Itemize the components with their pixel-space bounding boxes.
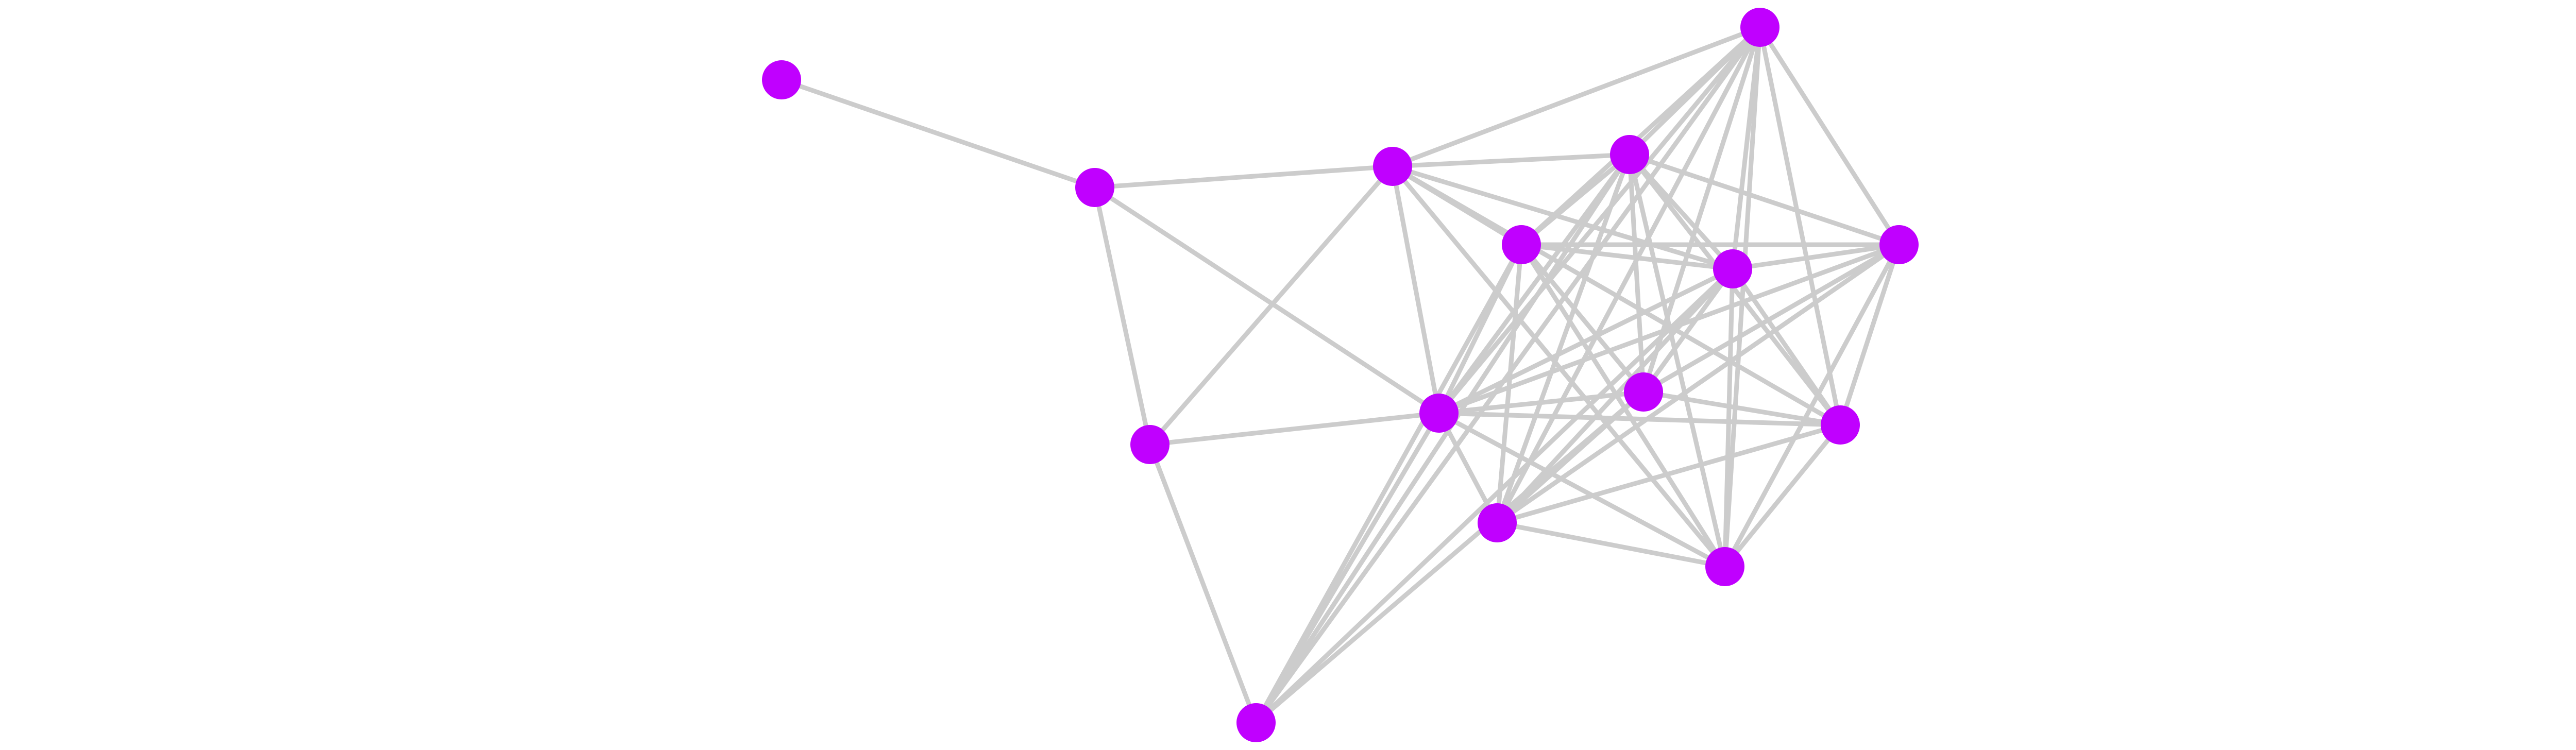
edge-n4-n11 xyxy=(1629,152,1900,247)
edge-layer xyxy=(781,25,1902,725)
graph-node-n4 xyxy=(1610,135,1649,174)
edge-n6-n9 xyxy=(1254,243,1523,724)
edge-n12-n13 xyxy=(1496,422,1841,525)
edge-n13-n14 xyxy=(1497,520,1725,569)
edge-n2-n5 xyxy=(1392,25,1761,169)
edge-n2-n4 xyxy=(1392,152,1630,169)
node-layer xyxy=(762,8,1919,742)
edge-n4-n10 xyxy=(1627,154,1646,393)
edge-n4-n13 xyxy=(1495,154,1632,524)
edge-n6-n7 xyxy=(1521,242,1733,271)
edge-n8-n14 xyxy=(1437,411,1726,569)
graph-node-n6 xyxy=(1502,225,1541,264)
graph-node-n12 xyxy=(1821,405,1860,445)
edge-n5-n13 xyxy=(1495,26,1762,524)
edge-n1-n3 xyxy=(1092,187,1153,445)
edge-n10-n11 xyxy=(1642,243,1901,394)
edge-n5-n11 xyxy=(1758,26,1901,246)
edge-n5-n12 xyxy=(1757,27,1843,425)
edge-n0-n1 xyxy=(781,77,1096,190)
graph-node-n5 xyxy=(1740,8,1780,47)
graph-node-n8 xyxy=(1419,394,1459,433)
edge-n8-n9 xyxy=(1254,412,1441,724)
edge-n7-n12 xyxy=(1731,267,1842,427)
edge-n11-n12 xyxy=(1838,244,1902,426)
edge-n2-n14 xyxy=(1391,165,1727,568)
edge-n4-n12 xyxy=(1628,153,1842,427)
edge-n3-n8 xyxy=(1149,411,1439,447)
edge-n10-n13 xyxy=(1496,390,1645,525)
graph-node-n2 xyxy=(1373,147,1412,186)
edge-n6-n13 xyxy=(1495,244,1524,523)
edge-n8-n11 xyxy=(1438,242,1900,416)
edge-n1-n2 xyxy=(1094,164,1393,190)
edge-n7-n8 xyxy=(1438,266,1734,416)
graph-node-n9 xyxy=(1236,703,1276,742)
edge-n8-n10 xyxy=(1438,389,1644,416)
edge-n8-n12 xyxy=(1438,411,1841,428)
graph-node-n11 xyxy=(1879,225,1919,264)
edge-n5-n8 xyxy=(1437,26,1762,415)
edge-n6-n10 xyxy=(1519,243,1646,394)
edge-n12-n14 xyxy=(1723,423,1842,568)
edge-n7-n10 xyxy=(1641,267,1735,394)
edge-n7-n14 xyxy=(1722,268,1735,567)
edge-n2-n7 xyxy=(1392,164,1734,271)
edge-n5-n14 xyxy=(1722,27,1762,567)
graph-node-n13 xyxy=(1478,503,1517,542)
edge-n2-n8 xyxy=(1390,166,1442,414)
graph-node-n14 xyxy=(1705,547,1744,586)
edge-n4-n14 xyxy=(1627,154,1727,568)
graph-node-n3 xyxy=(1130,425,1170,464)
edge-n3-n9 xyxy=(1147,444,1259,724)
edge-n5-n6 xyxy=(1519,25,1762,247)
graph-node-n10 xyxy=(1624,372,1663,412)
edge-n11-n14 xyxy=(1723,243,1901,568)
edge-n7-n11 xyxy=(1732,242,1900,271)
edge-n8-n13 xyxy=(1437,412,1499,524)
edge-n2-n3 xyxy=(1148,165,1395,446)
edge-n6-n14 xyxy=(1519,243,1727,568)
edge-n4-n8 xyxy=(1437,153,1632,415)
graph-node-n0 xyxy=(762,60,801,99)
graph-node-n7 xyxy=(1713,249,1752,288)
edge-n1-n8 xyxy=(1093,185,1440,415)
edge-n11-n13 xyxy=(1496,243,1901,525)
edge-n7-n9 xyxy=(1254,267,1735,725)
graph-node-n1 xyxy=(1075,168,1114,207)
